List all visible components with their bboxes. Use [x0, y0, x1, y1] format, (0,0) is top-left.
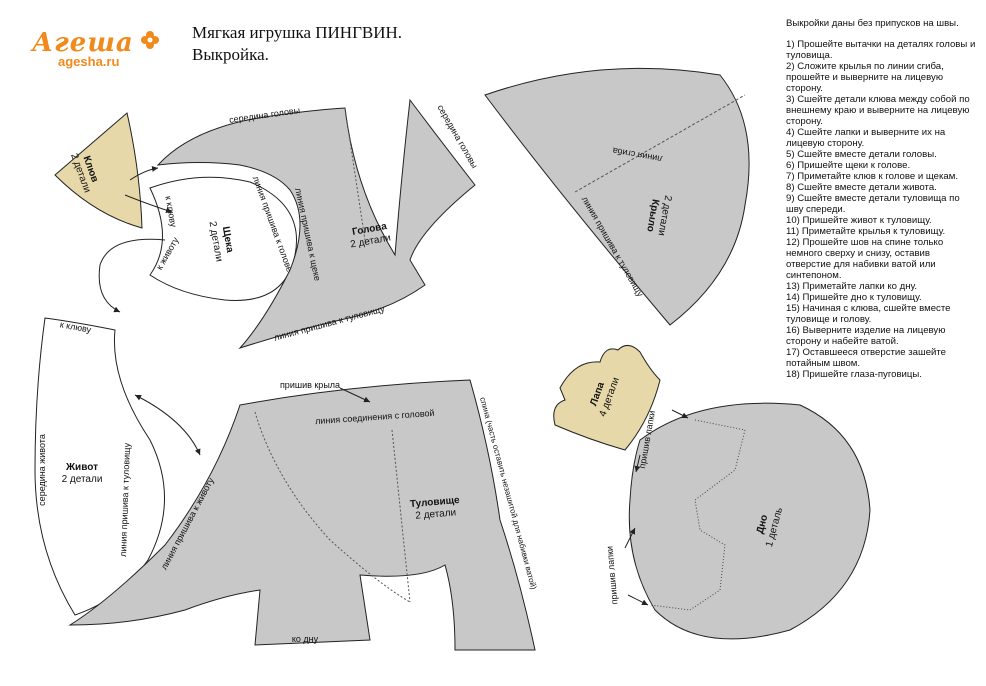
body-dart-line — [254, 411, 411, 603]
connector-arrow-beak-head — [129, 165, 159, 181]
wing-fold-line — [574, 94, 746, 193]
connector-arrow-belly-body — [134, 394, 201, 456]
instruction-step: 2) Сложите крылья по линии сгиба, прошей… — [786, 61, 944, 94]
logo-url: agesha.ru — [58, 54, 120, 69]
bottom-piece — [628, 402, 871, 640]
cheek-name: Щека — [220, 226, 235, 254]
connector-arrow-paw-1 — [671, 409, 689, 419]
instructions-steps: 1) Прошейте вытачки на деталях головы и … — [786, 39, 976, 380]
body-piece — [68, 379, 536, 651]
belly-middle-label: середина живота — [37, 434, 47, 506]
connector-arrow-paw-4 — [627, 594, 649, 606]
body-count: 2 детали — [415, 507, 457, 522]
beak-piece — [54, 112, 143, 229]
instruction-step: 9) Сшейте вместе детали туловища по шву … — [786, 193, 960, 215]
instruction-step: 3) Сшейте детали клюва между собой по вн… — [786, 94, 970, 127]
belly-count: 2 детали — [62, 474, 103, 485]
instruction-step: 7) Приметайте клюв к голове и щекам. — [786, 171, 958, 182]
connector-arrow-paw-3 — [624, 527, 636, 549]
instruction-step: 11) Приметайте крылья к туловищу. — [786, 226, 946, 237]
instruction-step: 16) Выверните изделие на лицевую сторону… — [786, 325, 946, 347]
title-line-1: Мягкая игрушка ПИНГВИН. — [192, 23, 403, 42]
instruction-step: 12) Прошейте шов на спине только немного… — [786, 237, 944, 281]
belly-body-line: линия пришива к туловищу — [118, 442, 132, 557]
body-name: Туловище — [410, 495, 461, 510]
instructions-intro: Выкройки даны без припусков на швы. — [786, 18, 959, 29]
page-title: Мягкая игрушка ПИНГВИН. Выкройка. — [192, 22, 402, 66]
connector-arrow-wing-seam — [339, 387, 371, 403]
title-line-2: Выкройка. — [192, 45, 269, 64]
instructions: Выкройки даны без припусков на швы. 1) П… — [786, 18, 976, 380]
instruction-step: 4) Сшейте лапки и выверните их на лицеву… — [786, 127, 946, 149]
connector-arrow-paw-2 — [634, 454, 641, 473]
flower-icon — [141, 31, 159, 49]
instruction-step: 10) Пришейте живот к туловищу. — [786, 215, 932, 226]
wing-seam-label: пришив крыла — [280, 380, 340, 390]
instruction-step: 13) Приметайте лапки ко дну. — [786, 281, 918, 292]
bottom-name: Дно — [755, 514, 771, 535]
instruction-step: 8) Сшейте вместе детали живота. — [786, 182, 937, 193]
wing-piece — [484, 67, 750, 326]
body-dart-line-2 — [391, 429, 411, 603]
connector-curve-cheek-belly — [98, 238, 166, 313]
instruction-step: 18) Пришейте глаза-пуговицы. — [786, 369, 922, 380]
logo-text: Агеша — [32, 28, 134, 58]
instruction-step: 6) Пришейте щеки к голове. — [786, 160, 911, 171]
belly-name: Живот — [65, 462, 98, 473]
paw-piece — [553, 345, 661, 451]
instruction-step: 15) Начиная с клюва, сшейте вместе тулов… — [786, 303, 951, 325]
instruction-step: 17) Оставшееся отверстие зашейте потайны… — [786, 347, 947, 369]
cheek-piece — [149, 176, 297, 301]
to-bottom-label: ко дну — [292, 634, 319, 644]
instruction-step: 14) Пришейте дно к туловищу. — [786, 292, 922, 303]
paw-seam-label-2: пришив лапки — [604, 546, 619, 605]
connector-arrow-beak-cheek — [124, 194, 173, 214]
instruction-step: 5) Сшейте вместе детали головы. — [786, 149, 937, 160]
instruction-step: 1) Прошейте вытачки на деталях головы и … — [786, 39, 976, 61]
